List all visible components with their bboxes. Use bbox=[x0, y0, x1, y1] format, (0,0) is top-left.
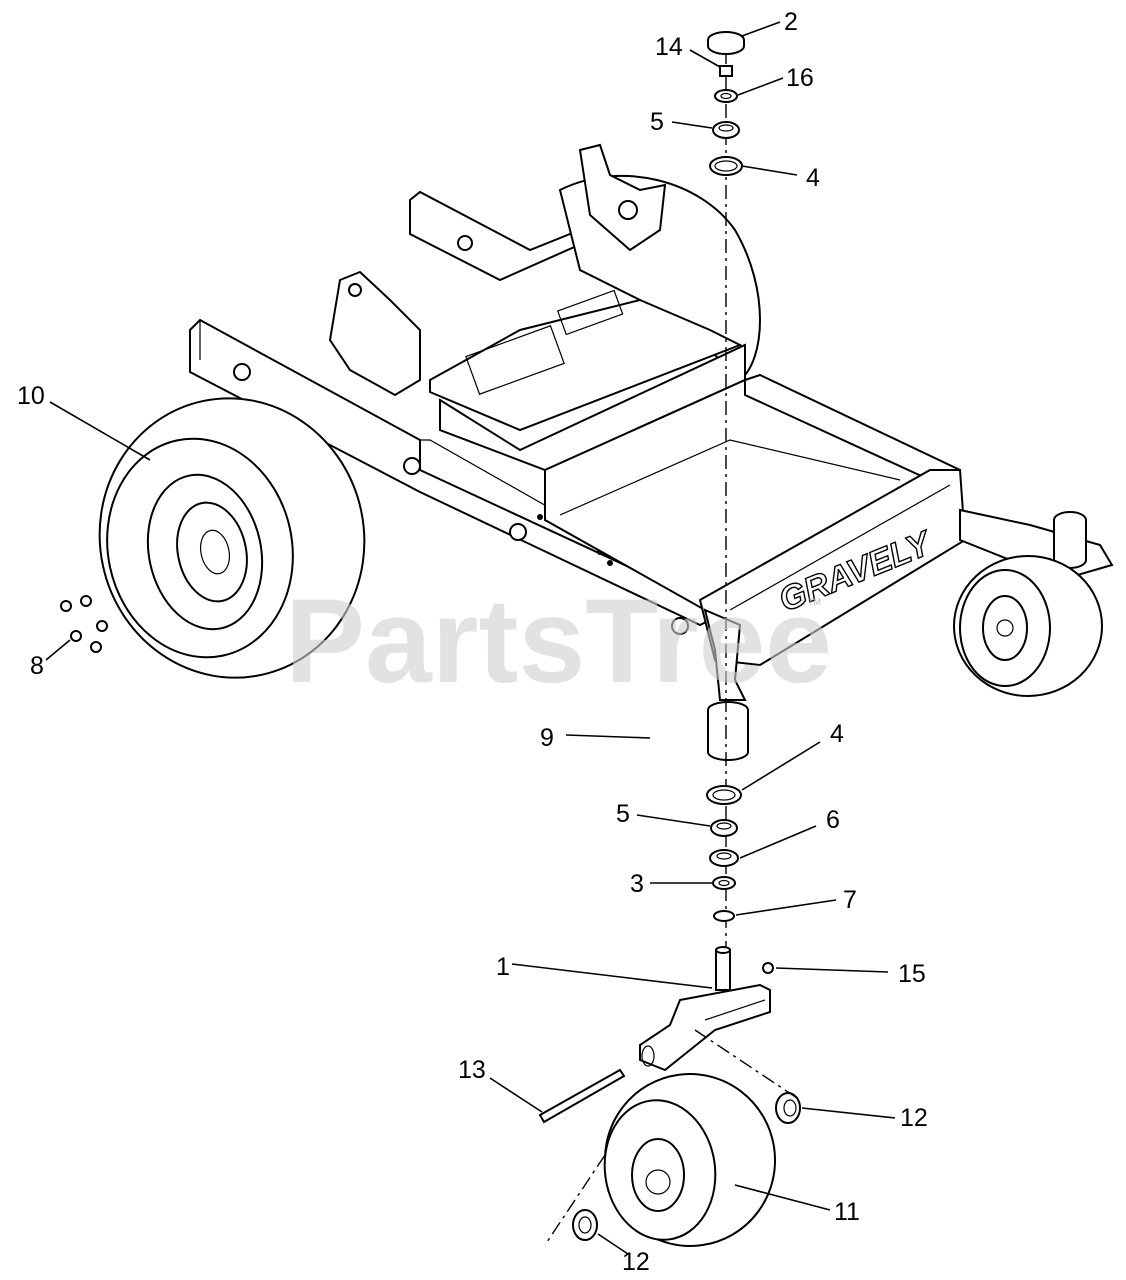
callout-4-top: 4 bbox=[806, 164, 820, 192]
watermark-trademark: TM bbox=[808, 597, 821, 607]
watermark-text: PartsTree bbox=[285, 574, 832, 708]
bottom-hardware-stack bbox=[706, 785, 742, 922]
front-caster-wheel-11 bbox=[544, 1029, 801, 1247]
callout-14: 14 bbox=[655, 33, 683, 61]
front-right-caster-wheel bbox=[953, 555, 1103, 697]
callout-15: 15 bbox=[898, 960, 926, 988]
callout-labels: 2 14 16 5 4 10 8 9 4 5 6 3 7 1 15 13 12 … bbox=[17, 8, 928, 1276]
callout-5-top: 5 bbox=[650, 108, 664, 136]
callout-7: 7 bbox=[843, 886, 857, 914]
caster-fork-1 bbox=[639, 946, 774, 1072]
axle-13 bbox=[538, 1068, 626, 1124]
callout-4-bottom: 4 bbox=[830, 720, 844, 748]
rear-wheel-10 bbox=[98, 397, 366, 679]
callout-3: 3 bbox=[630, 870, 644, 898]
callout-5-bottom: 5 bbox=[616, 800, 630, 828]
callout-8: 8 bbox=[30, 652, 44, 680]
callout-1: 1 bbox=[496, 953, 510, 981]
callout-9: 9 bbox=[540, 724, 554, 752]
top-hardware-stack bbox=[707, 31, 745, 176]
lug-nuts-8 bbox=[60, 595, 108, 653]
callout-6: 6 bbox=[826, 806, 840, 834]
callout-16: 16 bbox=[786, 64, 814, 92]
callout-10: 10 bbox=[17, 382, 45, 410]
callout-12-right: 12 bbox=[900, 1104, 928, 1132]
leader-lines bbox=[45, 21, 896, 1255]
callout-13: 13 bbox=[458, 1056, 486, 1084]
callout-11: 11 bbox=[834, 1198, 860, 1226]
callout-2: 2 bbox=[784, 8, 798, 36]
chassis-frame: GRAVELY bbox=[189, 143, 1114, 761]
callout-12-bottom: 12 bbox=[622, 1248, 650, 1276]
